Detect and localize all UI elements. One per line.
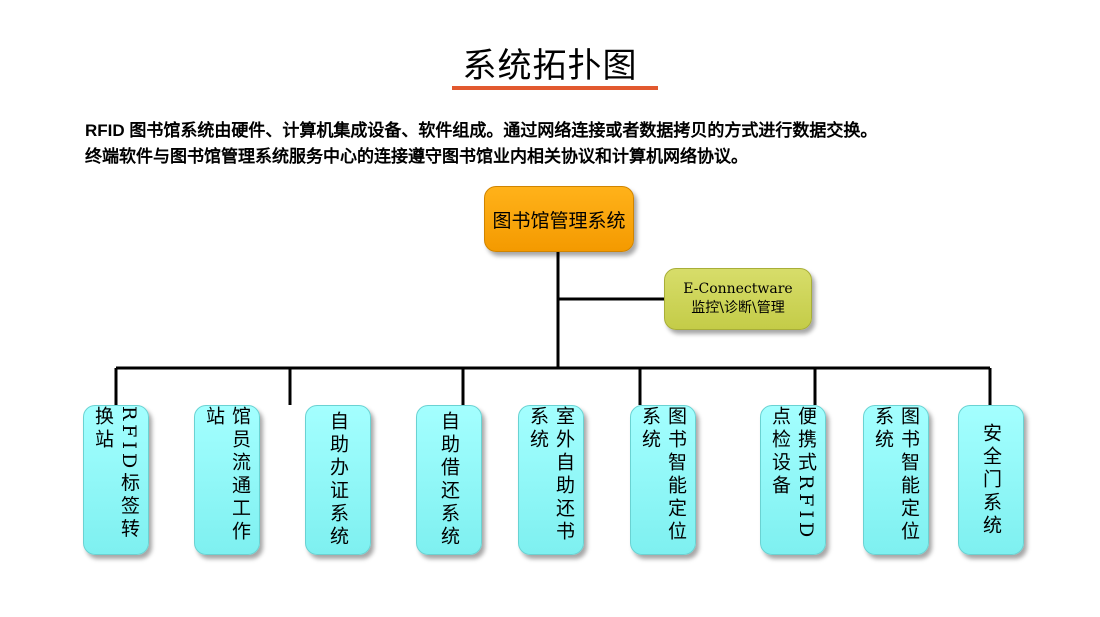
leaf-node-rfid-converter: RFID标签转换站 bbox=[83, 405, 149, 555]
leaf-label: 馆员流通工作站 bbox=[203, 406, 251, 544]
leaf-node-librarian-workstation: 馆员流通工作站 bbox=[194, 405, 260, 555]
side-node-econnectware: E-Connectware 监控\诊断\管理 bbox=[664, 268, 812, 330]
leaf-label: 自助办证系统 bbox=[327, 411, 349, 549]
intro-line-1: RFID 图书馆系统由硬件、计算机集成设备、软件组成。通过网络连接或者数据拷贝的… bbox=[85, 121, 878, 140]
leaf-label: 室外自助还书系统 bbox=[527, 406, 575, 544]
leaf-node-book-locating-1: 图书智能定位系统 bbox=[630, 405, 696, 555]
leaf-label: 安全门系统 bbox=[980, 422, 1002, 538]
leaf-node-self-checkout: 自助借还系统 bbox=[416, 405, 482, 555]
intro-line-2: 终端软件与图书馆管理系统服务中心的连接遵守图书馆业内相关协议和计算机网络协议。 bbox=[85, 147, 748, 166]
leaf-label: 图书智能定位系统 bbox=[639, 406, 687, 544]
leaf-label: 便携式RFID点检设备 bbox=[769, 406, 817, 542]
leaf-node-book-locating-2: 图书智能定位系统 bbox=[863, 405, 929, 555]
leaf-node-outdoor-return: 室外自助还书系统 bbox=[518, 405, 584, 555]
leaf-node-portable-inventory: 便携式RFID点检设备 bbox=[760, 405, 826, 555]
root-node-library-management: 图书馆管理系统 bbox=[484, 186, 634, 252]
leaf-node-security-gate: 安全门系统 bbox=[958, 405, 1024, 555]
page-title: 系统拓扑图 bbox=[462, 46, 638, 86]
side-node-line-1: E-Connectware bbox=[683, 281, 793, 297]
leaf-node-self-card-issuing: 自助办证系统 bbox=[305, 405, 371, 555]
intro-text: RFID 图书馆系统由硬件、计算机集成设备、软件组成。通过网络连接或者数据拷贝的… bbox=[85, 118, 1075, 170]
leaf-label: 图书智能定位系统 bbox=[872, 406, 920, 544]
side-node-line-2: 监控\诊断\管理 bbox=[691, 300, 785, 316]
root-node-label: 图书馆管理系统 bbox=[492, 209, 626, 232]
leaf-label: RFID标签转换站 bbox=[92, 406, 140, 542]
title-underline bbox=[452, 86, 658, 90]
leaf-label: 自助借还系统 bbox=[438, 411, 460, 549]
